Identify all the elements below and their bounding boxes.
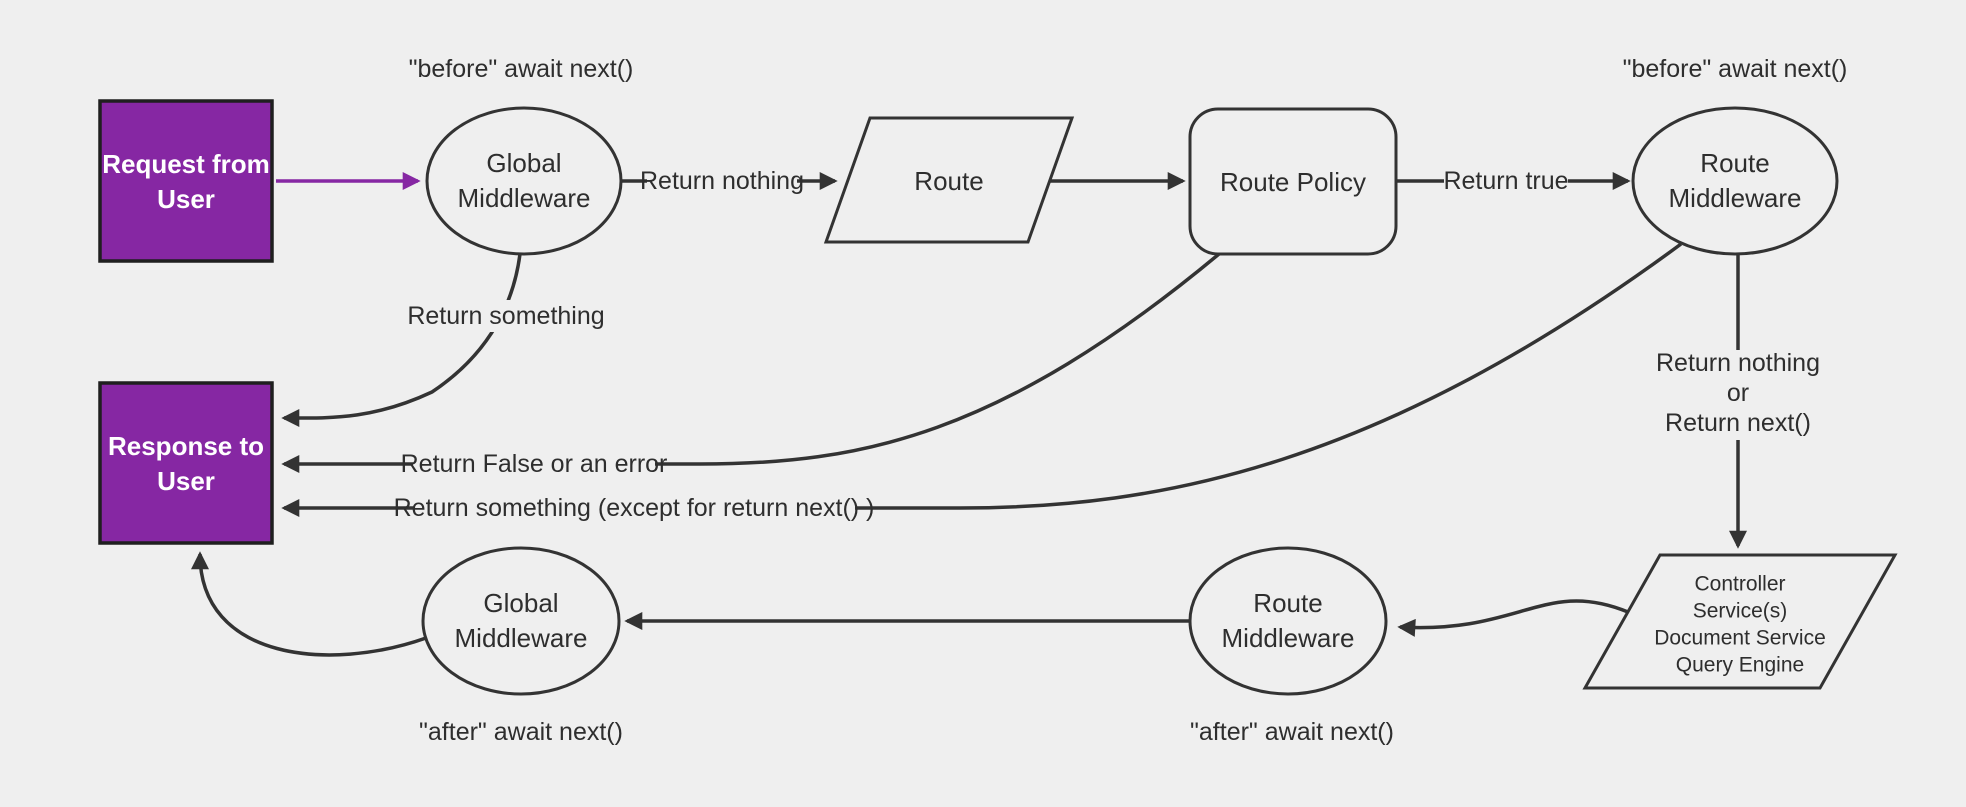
svg-text:Return next(): Return next() xyxy=(1665,409,1811,437)
svg-text:Middleware: Middleware xyxy=(1222,623,1355,653)
edge-label-return-true: Return true xyxy=(1443,164,1569,198)
request-from-user-node: Request from User xyxy=(98,99,274,263)
svg-text:Route: Route xyxy=(1700,148,1769,178)
route-middleware-top-ellipse xyxy=(1631,106,1839,256)
route-policy-node: Route Policy xyxy=(1188,107,1398,256)
svg-text:Route: Route xyxy=(914,166,983,196)
svg-text:Document Service: Document Service xyxy=(1654,627,1826,650)
edge-label-return-nothing-or-next: Return nothing or Return next() xyxy=(1656,349,1820,437)
controller-services-node: Controller Service(s) Document Service Q… xyxy=(1582,553,1898,690)
annotation-before-await-right: "before" await next() xyxy=(1623,55,1848,83)
edge-global-middleware-return-something xyxy=(281,253,522,428)
svg-text:Global: Global xyxy=(483,588,558,618)
edge-label-return-false: Return False or an error xyxy=(401,448,668,480)
label-mask xyxy=(411,300,601,332)
global-middleware-bottom-node: Global Middleware xyxy=(421,546,621,696)
edge-global-middleware-bottom-to-response xyxy=(191,551,427,657)
global-middleware-top-ellipse xyxy=(425,106,623,256)
svg-text:Return False or an error: Return False or an error xyxy=(401,450,668,478)
svg-text:Route Policy: Route Policy xyxy=(1220,167,1366,197)
edge-controller-to-route-middleware-bottom xyxy=(1397,599,1629,637)
svg-text:User: User xyxy=(157,466,215,496)
svg-text:User: User xyxy=(157,184,215,214)
svg-text:Return something: Return something xyxy=(407,302,604,330)
svg-text:Service(s): Service(s) xyxy=(1693,600,1788,623)
svg-text:Return nothing: Return nothing xyxy=(640,167,804,195)
global-middleware-bottom-ellipse xyxy=(421,546,621,696)
svg-text:Middleware: Middleware xyxy=(455,623,588,653)
route-middleware-bottom-ellipse xyxy=(1188,546,1388,696)
svg-text:Middleware: Middleware xyxy=(1669,183,1802,213)
controller-parallelogram xyxy=(1582,553,1898,690)
edge-label-return-something-except: Return something (except for return next… xyxy=(394,492,875,524)
svg-text:Return true: Return true xyxy=(1443,167,1568,195)
route-middleware-bottom-node: Route Middleware xyxy=(1188,546,1388,696)
edge-route-policy-return-false xyxy=(281,252,1221,473)
request-box xyxy=(98,99,274,263)
label-mask xyxy=(413,492,855,524)
annotation-before-await-left: "before" await next() xyxy=(409,55,634,83)
svg-text:Query Engine: Query Engine xyxy=(1676,654,1804,677)
svg-text:or: or xyxy=(1727,379,1749,407)
label-mask xyxy=(413,448,655,480)
response-to-user-node: Response to User xyxy=(98,381,274,545)
svg-text:Middleware: Middleware xyxy=(458,183,591,213)
route-node: Route xyxy=(823,116,1075,244)
svg-text:Global: Global xyxy=(486,148,561,178)
response-box xyxy=(98,381,274,545)
edge-label-return-something: Return something xyxy=(407,300,605,332)
svg-text:Return nothing: Return nothing xyxy=(1656,349,1820,377)
svg-text:Request from: Request from xyxy=(102,149,270,179)
annotation-after-await-right: "after" await next() xyxy=(1190,718,1394,746)
svg-text:Return something (except for r: Return something (except for return next… xyxy=(394,494,875,522)
label-mask xyxy=(1444,164,1568,198)
svg-text:Route: Route xyxy=(1253,588,1322,618)
route-parallelogram xyxy=(823,116,1075,244)
edge-route-middleware-return-something-except xyxy=(281,242,1683,517)
route-middleware-top-node: Route Middleware xyxy=(1631,106,1839,256)
svg-text:Controller: Controller xyxy=(1694,573,1785,596)
annotation-after-await-left: "after" await next() xyxy=(419,718,623,746)
svg-text:Response to: Response to xyxy=(108,431,264,461)
edge-label-return-nothing: Return nothing xyxy=(640,164,804,198)
route-policy-rect xyxy=(1188,107,1398,256)
label-mask xyxy=(647,164,797,198)
global-middleware-top-node: Global Middleware xyxy=(425,106,623,256)
